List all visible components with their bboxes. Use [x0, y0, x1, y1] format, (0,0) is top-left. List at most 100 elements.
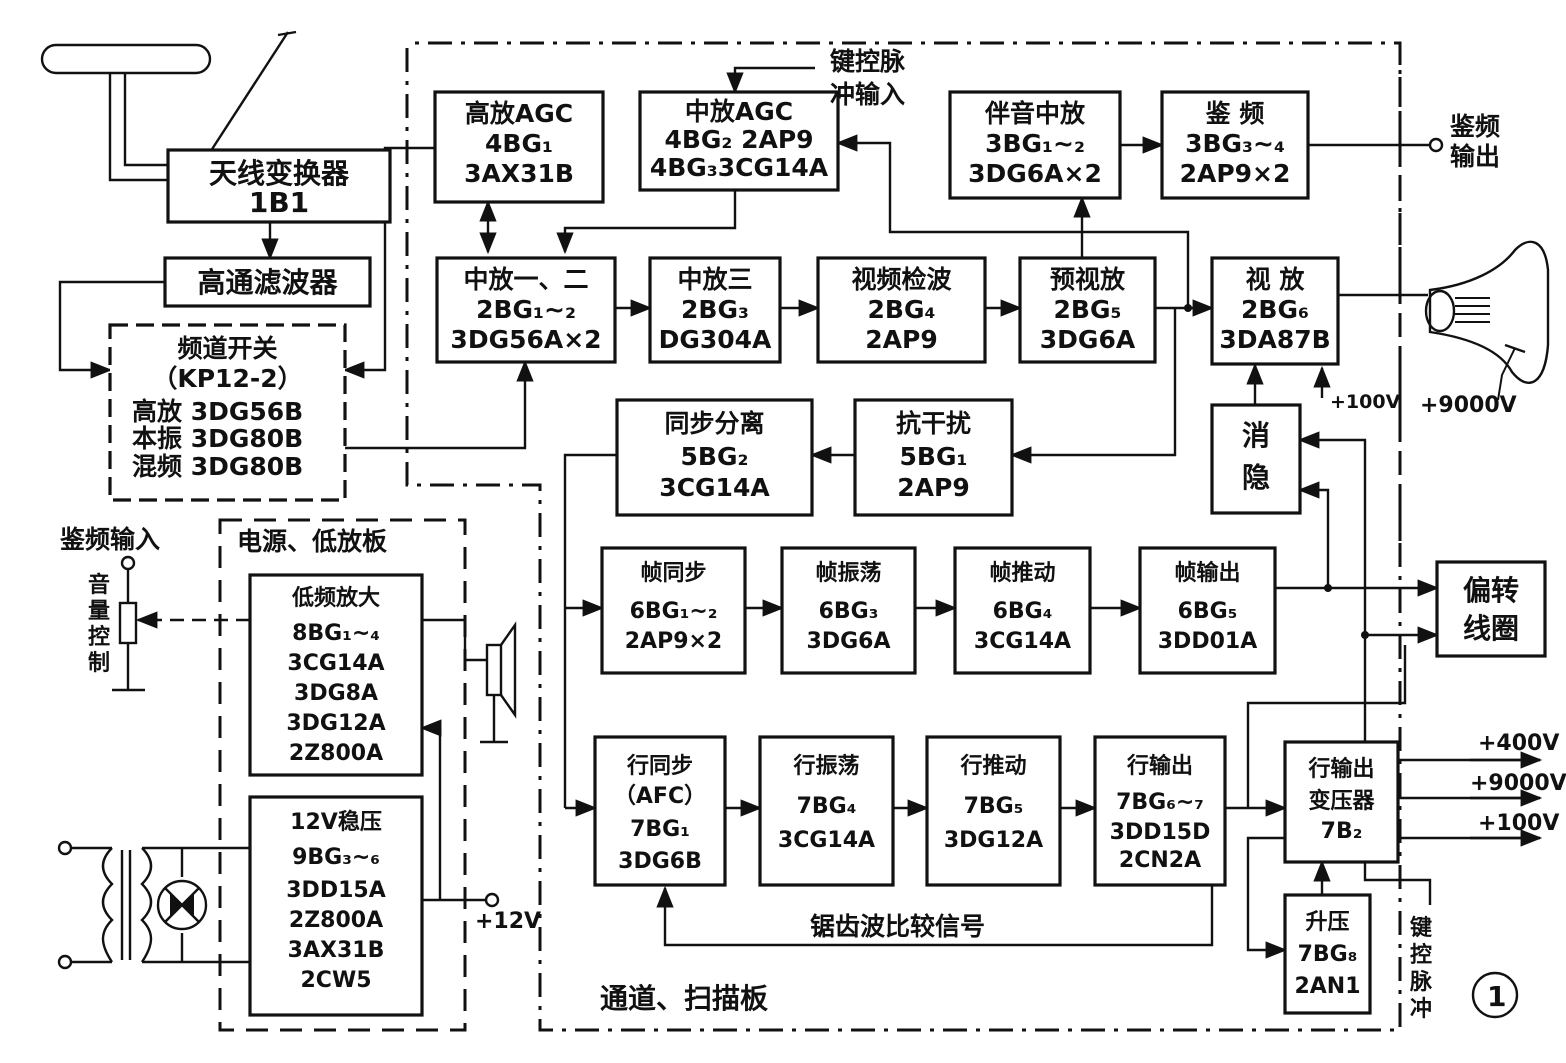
video-preamp-line-1: 预视放	[1050, 265, 1126, 294]
video-amp-line-3: 3DA87B	[1219, 325, 1330, 354]
plus-9000v-label-a: +9000V	[1420, 393, 1517, 418]
channel-switch-box	[108, 323, 347, 502]
frame-sync-line-1: 帧同步	[640, 560, 706, 586]
audio-amp-line-6: 2Z800A	[289, 741, 383, 766]
video-amp-line-1: 视 放	[1246, 265, 1306, 294]
fm-detector-box	[1160, 90, 1310, 200]
frame-sync-line-3: 2AP9×2	[625, 629, 723, 654]
sawtooth-compare-label: 锯齿波比较信号	[810, 912, 985, 941]
video-preamp-line-3: 3DG6A	[1040, 325, 1136, 354]
frame-osc-line-3: 3DG6A	[807, 629, 891, 654]
audio-amp-line-1: 低频放大	[291, 585, 380, 611]
if-amp-3-line-1: 中放三	[677, 265, 752, 294]
frame-osc-box	[780, 546, 917, 675]
crt-picture-tube-icon	[1424, 240, 1550, 401]
line-driver-line-1: 行推动	[959, 753, 1026, 779]
plus-400v-label: +400V	[1478, 731, 1559, 756]
regulator-12v-line-5: 3AX31B	[288, 938, 385, 963]
line-osc-line-1: 行振荡	[792, 753, 859, 779]
flyback-transformer-line-1: 行输出	[1307, 756, 1374, 782]
if-agc-line-2: 4BG₂ 2AP9	[664, 125, 813, 154]
video-detector-line-2: 2BG₄	[868, 295, 936, 324]
frame-driver-line-2: 6BG₄	[993, 599, 1053, 624]
channel-switch-line-3: 高放 3DG56B	[132, 397, 303, 426]
line-sync-line-1: 行同步	[626, 753, 693, 779]
if-amp-12-line-3: 3DG56A×2	[450, 325, 601, 354]
sync-separator-line-3: 3CG14A	[659, 473, 770, 502]
if-amp-3-box	[648, 256, 782, 364]
regulator-12v-line-1: 12V稳压	[290, 809, 382, 835]
speaker-icon	[480, 621, 517, 744]
line-osc-box	[758, 735, 895, 887]
regulator-12v-box	[248, 795, 424, 1017]
flyback-transformer-line-3: 7B₂	[1321, 819, 1363, 844]
frame-output-box	[1138, 546, 1277, 675]
frame-sync-line-2: 6BG₁~₂	[630, 599, 718, 624]
frame-sync-box	[600, 546, 747, 675]
line-sync-line-3: 7BG₁	[630, 817, 690, 842]
anti-interference-line-1: 抗干扰	[896, 409, 971, 438]
line-osc-line-2: 7BG₄	[797, 794, 857, 819]
figure-number-circle	[1471, 971, 1519, 1019]
volume-potentiometer-icon	[112, 555, 250, 692]
line-sync-box	[593, 735, 727, 887]
line-output-box	[1093, 735, 1227, 887]
video-amp-box	[1210, 256, 1340, 366]
frame-driver-line-3: 3CG14A	[974, 629, 1071, 654]
if-agc-line-3: 4BG₃3CG14A	[650, 153, 829, 182]
fm-out-label-1: 鉴频	[1449, 112, 1500, 141]
regulator-12v-line-2: 9BG₃~₆	[292, 845, 380, 870]
line-driver-line-3: 3DG12A	[944, 828, 1043, 853]
flyback-transformer-line-2: 变压器	[1308, 788, 1375, 814]
key-pulse-in-label-2: 冲输入	[830, 80, 905, 109]
volume-label-3: 控	[88, 624, 110, 650]
plus-100v-label-b: +100V	[1478, 811, 1559, 836]
video-detector-line-1: 视频检波	[851, 265, 952, 294]
audio-amp-box	[248, 573, 424, 777]
rf-agc-line-2: 4BG₁	[485, 129, 553, 158]
if-amp-12-box	[435, 256, 617, 364]
audio-amp-line-2: 8BG₁~₄	[292, 621, 380, 646]
signal-wires	[58, 66, 1543, 959]
fm-detector-line-3: 2AP9×2	[1180, 159, 1291, 188]
plus-12v-label: +12V	[475, 909, 541, 934]
line-driver-line-2: 7BG₅	[964, 794, 1024, 819]
antenna-converter-line-2: 1B1	[249, 186, 309, 219]
frame-output-line-3: 3DD01A	[1158, 629, 1257, 654]
sound-if-box	[948, 90, 1122, 200]
antenna-converter-line-1: 天线变换器	[209, 157, 350, 190]
sync-separator-line-2: 5BG₂	[681, 442, 749, 471]
channel-board-label: 通道、扫描板	[600, 982, 768, 1015]
regulator-12v-line-4: 2Z800A	[289, 908, 383, 933]
video-preamp-line-2: 2BG₅	[1054, 295, 1122, 324]
channel-switch-line-4: 本振 3DG80B	[132, 424, 303, 453]
blanking-block: 消隐	[1210, 403, 1302, 515]
frame-driver-block: 帧推动 6BG₄ 3CG14A	[953, 546, 1092, 675]
booster-line-3: 2AN1	[1294, 974, 1360, 999]
volume-label-4: 制	[88, 651, 110, 676]
fm-out-label-2: 输出	[1450, 142, 1500, 171]
flyback-transformer-box	[1283, 740, 1400, 864]
figure-number: 1	[1487, 980, 1506, 1013]
if-agc-line-1: 中放AGC	[685, 97, 793, 126]
sync-separator-box	[615, 398, 814, 517]
power-board-label: 电源、低放板	[237, 527, 387, 556]
power-transformer-icon	[57, 840, 250, 970]
fm-detector-line-2: 3BG₃~₄	[1185, 129, 1285, 158]
volume-label-1: 音	[88, 572, 110, 598]
line-output-line-2: 7BG₆~₇	[1116, 790, 1204, 815]
frame-driver-line-1: 帧推动	[989, 561, 1055, 586]
